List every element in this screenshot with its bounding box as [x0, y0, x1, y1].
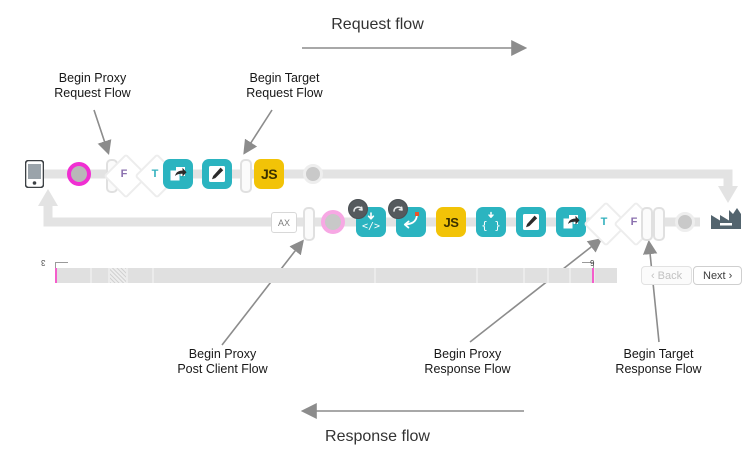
breakpoint-pink[interactable] [321, 210, 345, 234]
timeline-cursor-right[interactable] [592, 268, 594, 283]
pointer-begin-proxy-response [469, 238, 603, 343]
annotation-line-2: Response Flow [615, 362, 702, 376]
timeline-segment[interactable] [478, 268, 523, 283]
timeline-segment[interactable] [549, 268, 569, 283]
timeline-segment[interactable] [525, 268, 547, 283]
request-flow-title: Request flow [331, 16, 424, 33]
next-button[interactable]: Next › [693, 266, 743, 285]
return-arrow-icon [400, 211, 422, 233]
policy-edit[interactable] [202, 159, 232, 189]
svg-text:{ }: { } [481, 219, 501, 232]
back-button-label: Back [657, 269, 683, 282]
share-arrow-icon [563, 214, 580, 230]
timeline-segment[interactable] [154, 268, 374, 283]
annotation-line-1: Begin Proxy [58, 71, 127, 85]
analytics-box[interactable]: AX [271, 212, 297, 233]
policy-assign-message-response[interactable] [556, 207, 586, 237]
pencil-icon [522, 213, 540, 231]
policy-xml-to-json[interactable]: </> [356, 207, 386, 237]
next-button-label: Next [703, 269, 726, 282]
pointer-begin-target-request [243, 109, 273, 155]
skip-step-icon-2[interactable] [388, 199, 408, 219]
pencil-icon [208, 165, 226, 183]
policy-edit-response[interactable] [516, 207, 546, 237]
annotation-begin-proxy-request-flow: Begin Proxy Request Flow [20, 71, 165, 101]
timeline-segment[interactable] [128, 268, 152, 283]
chevron-left-icon: ‹ [651, 269, 655, 282]
response-rail-arrowhead [38, 189, 58, 206]
svg-text:</>: </> [362, 221, 380, 232]
endpoint-dot-response[interactable] [675, 212, 695, 232]
back-button[interactable]: ‹ Back [641, 266, 693, 285]
annotation-line-2: Request Flow [54, 86, 131, 100]
annotation-line-1: Begin Target [623, 347, 694, 361]
annotation-line-2: Post Client Flow [177, 362, 268, 376]
annotation-begin-target-request-flow: Begin Target Request Flow [212, 71, 357, 101]
response-flow-title: Response flow [325, 428, 430, 445]
timeline-segment-hatched[interactable] [110, 268, 126, 283]
chevron-right-icon: › [728, 269, 733, 282]
annotation-begin-target-response-flow: Begin Target Response Flow [586, 347, 731, 377]
pointer-begin-proxy-request [93, 109, 112, 156]
target-server-icon[interactable] [711, 208, 741, 235]
timeline-segment[interactable] [571, 268, 593, 283]
annotation-line-1: Begin Proxy [433, 347, 502, 361]
pointer-begin-proxy-post-client [221, 239, 304, 346]
policy-javascript-response[interactable]: JS [436, 207, 466, 237]
annotation-line-1: Begin Target [249, 71, 320, 85]
flow-boundary-bar-proxy-response[interactable] [641, 207, 653, 241]
timeline-tick-left: 3 [41, 258, 46, 267]
timeline-bracket-right [582, 262, 594, 268]
timeline-cursor-left[interactable] [55, 268, 57, 283]
annotation-begin-proxy-post-client-flow: Begin Proxy Post Client Flow [150, 347, 295, 377]
skip-step-icon-1[interactable] [348, 199, 368, 219]
timeline-segment[interactable] [376, 268, 476, 283]
flow-boundary-bar-post-client[interactable] [303, 207, 315, 241]
request-rail-arrowhead [718, 186, 738, 203]
policy-assign-message[interactable] [163, 159, 193, 189]
client-phone-icon[interactable] [24, 159, 45, 193]
timeline-tick-right: 6 [590, 258, 595, 267]
flow-boundary-bar-target-request[interactable] [240, 159, 252, 193]
endpoint-dot-request[interactable] [303, 164, 323, 184]
timeline-segment[interactable] [595, 268, 617, 283]
timeline-segment[interactable] [92, 268, 108, 283]
annotation-begin-proxy-response-flow: Begin Proxy Response Flow [395, 347, 540, 377]
timeline-bracket-left [55, 262, 68, 268]
policy-json-threat[interactable]: { } [476, 207, 506, 237]
breakpoint-magenta[interactable] [67, 162, 91, 186]
annotation-line-2: Request Flow [246, 86, 323, 100]
braces-icon: { } [480, 211, 502, 233]
code-icon: </> [360, 211, 382, 233]
annotation-line-1: Begin Proxy [188, 347, 257, 361]
policy-javascript-request[interactable]: JS [254, 159, 284, 189]
share-arrow-icon [170, 166, 187, 182]
timeline-segment[interactable] [57, 268, 90, 283]
annotation-line-2: Response Flow [424, 362, 511, 376]
pointer-begin-target-response [642, 239, 660, 343]
flow-boundary-bar-target-response[interactable] [653, 207, 665, 241]
